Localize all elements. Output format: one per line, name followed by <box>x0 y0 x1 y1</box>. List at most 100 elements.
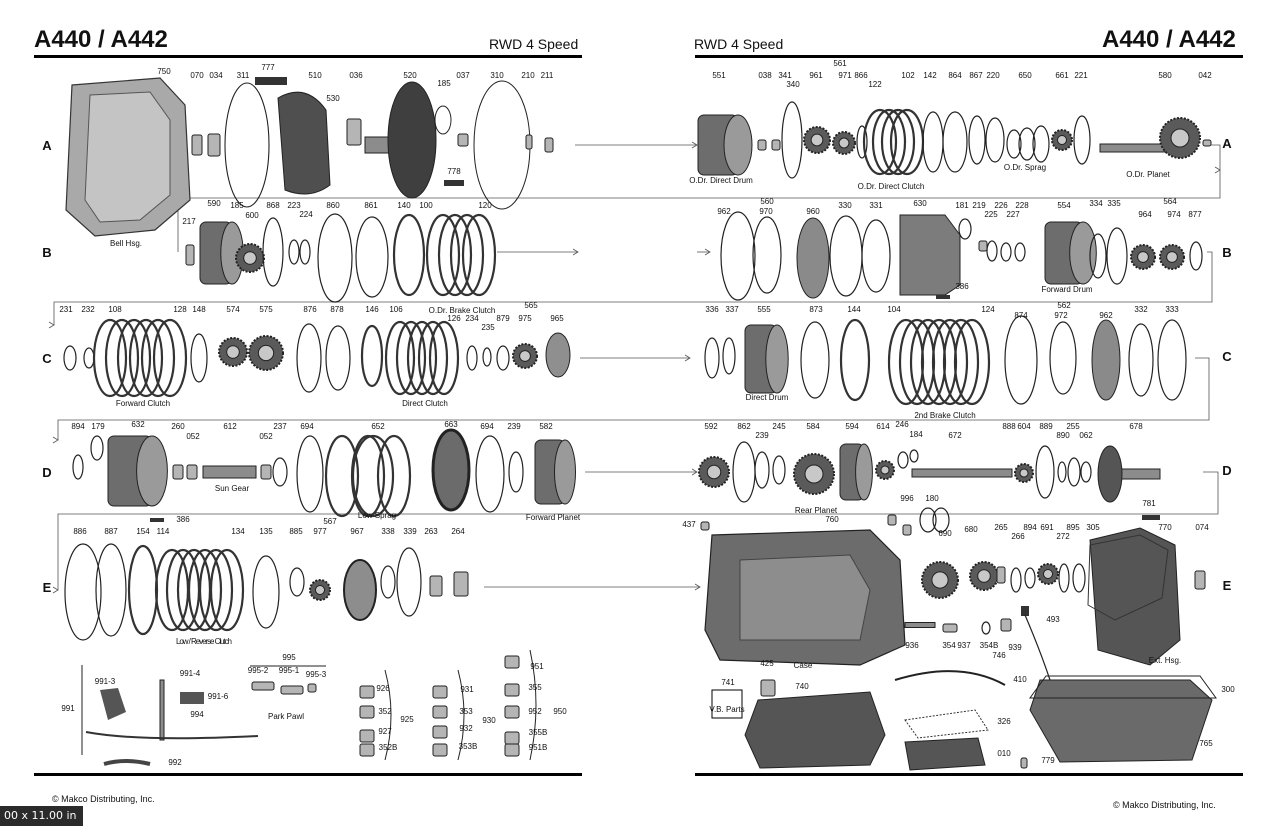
ring-333 <box>1157 319 1187 401</box>
part-number-label: 226 <box>994 201 1008 210</box>
ring-868 <box>262 217 284 287</box>
flow-arrow <box>572 248 579 256</box>
ring-862 <box>732 441 756 503</box>
flow-arrow <box>704 248 711 256</box>
part-number-label: 860 <box>326 201 340 210</box>
plate-144 <box>839 318 871 402</box>
copyright-left: © Makco Distributing, Inc. <box>52 794 155 804</box>
part-number-label: 311 <box>237 71 250 80</box>
part-number-label: 770 <box>1158 523 1172 532</box>
part-number-label: 995-1 <box>279 666 300 675</box>
spring-926 <box>359 685 375 699</box>
ring-962 <box>720 211 756 301</box>
ring-877 <box>1189 241 1203 271</box>
ring-220 <box>985 117 1005 163</box>
part-number-label: 036 <box>349 71 363 80</box>
part-number-label: 991-6 <box>208 692 229 701</box>
ring-354b <box>981 621 991 635</box>
harness-wire <box>1024 614 1051 681</box>
part-number-label: 337 <box>725 305 739 314</box>
part-number-label: 386 <box>176 515 190 524</box>
part-number-label: 335 <box>1107 199 1121 208</box>
part-number-label: 336 <box>705 305 719 314</box>
part-number-label: 037 <box>456 71 470 80</box>
odr-direct-clutch-plates <box>880 108 916 176</box>
part-number-label: 219 <box>972 201 986 210</box>
part-number-label: 120 <box>478 201 492 210</box>
ring-135 <box>252 555 280 629</box>
part-number-label: 680 <box>964 525 978 534</box>
ring-184 <box>909 449 919 463</box>
part-number-label: 996 <box>900 494 914 503</box>
part-number-label: 179 <box>91 422 105 431</box>
part-number-label: 971 <box>838 71 852 80</box>
part-number-label: 888 <box>1002 422 1016 431</box>
row-label-right: B <box>1222 245 1231 260</box>
gear-575-hub <box>257 344 275 362</box>
part-number-label: 223 <box>287 201 301 210</box>
part-number-label: 237 <box>273 422 287 431</box>
part-number-label: 334 <box>1089 199 1103 208</box>
part-number-label: 554 <box>1057 201 1071 210</box>
ring-864 <box>942 111 968 173</box>
part-number-label: 672 <box>948 431 962 440</box>
part-number-label: 781 <box>1142 499 1156 508</box>
part-number-label: 227 <box>1006 210 1020 219</box>
part-number-label: 331 <box>869 201 883 210</box>
part-number-label: 694 <box>480 422 494 431</box>
bushing-219 <box>978 240 988 252</box>
flow-arrow <box>52 436 59 444</box>
part-number-label: 567 <box>323 517 337 526</box>
title-right: A440 / A442 <box>1102 26 1236 53</box>
part-number-label: 995 <box>282 653 296 662</box>
ring-234 <box>466 345 478 371</box>
extension-housing-770 <box>1089 527 1181 666</box>
part-number-label: 239 <box>507 422 521 431</box>
part-number-label: 936 <box>905 641 919 650</box>
output-678 <box>1097 445 1123 503</box>
part-number-label: 437 <box>682 520 696 529</box>
sensor-996b <box>902 524 912 536</box>
part-number-label: 952 <box>528 707 542 716</box>
spring-951B <box>504 743 520 757</box>
odr-planet-580-hub <box>1170 128 1190 148</box>
ring-873 <box>800 321 830 399</box>
row-label-left: A <box>42 138 52 153</box>
hub-574-hub <box>226 345 240 359</box>
part-number-label: 876 <box>303 305 317 314</box>
pan-gasket-300 <box>1029 675 1217 699</box>
ring-874 <box>1004 315 1038 405</box>
part-number-label: 353 <box>459 707 473 716</box>
ring-860 <box>317 213 353 303</box>
ring-331 <box>861 219 891 293</box>
page-size-badge: 00 x 11.00 in <box>0 806 83 826</box>
part-number-label: 231 <box>59 305 73 314</box>
ring-179 <box>90 435 104 461</box>
part-number-label: 272 <box>1056 532 1070 541</box>
part-number-label: 991-4 <box>180 669 201 678</box>
part-number-label: 265 <box>994 523 1008 532</box>
gear-975-hub <box>519 350 531 362</box>
bracket-springs <box>384 669 392 761</box>
low-sprag-rings-652 <box>376 434 412 518</box>
title-left: A440 / A442 <box>34 26 168 53</box>
flow-arrow <box>694 583 701 591</box>
bracket-991-6 <box>180 692 204 704</box>
part-number-label: 210 <box>521 71 535 80</box>
ring-272 <box>1058 563 1070 593</box>
part-number-label: 895 <box>1066 523 1080 532</box>
bolt-386 <box>936 295 950 299</box>
ring-239 <box>508 451 524 493</box>
part-number-label: 104 <box>887 305 901 314</box>
bushing-052b <box>260 464 272 480</box>
gasket-305 <box>1087 534 1169 621</box>
part-number-label: 255 <box>1066 422 1080 431</box>
piston-967 <box>343 559 377 621</box>
filter-010 <box>904 737 986 771</box>
part-number-label: 970 <box>759 207 773 216</box>
part-number-label: 778 <box>447 167 461 176</box>
ring-221 <box>1073 115 1091 165</box>
seal-217 <box>185 244 195 266</box>
